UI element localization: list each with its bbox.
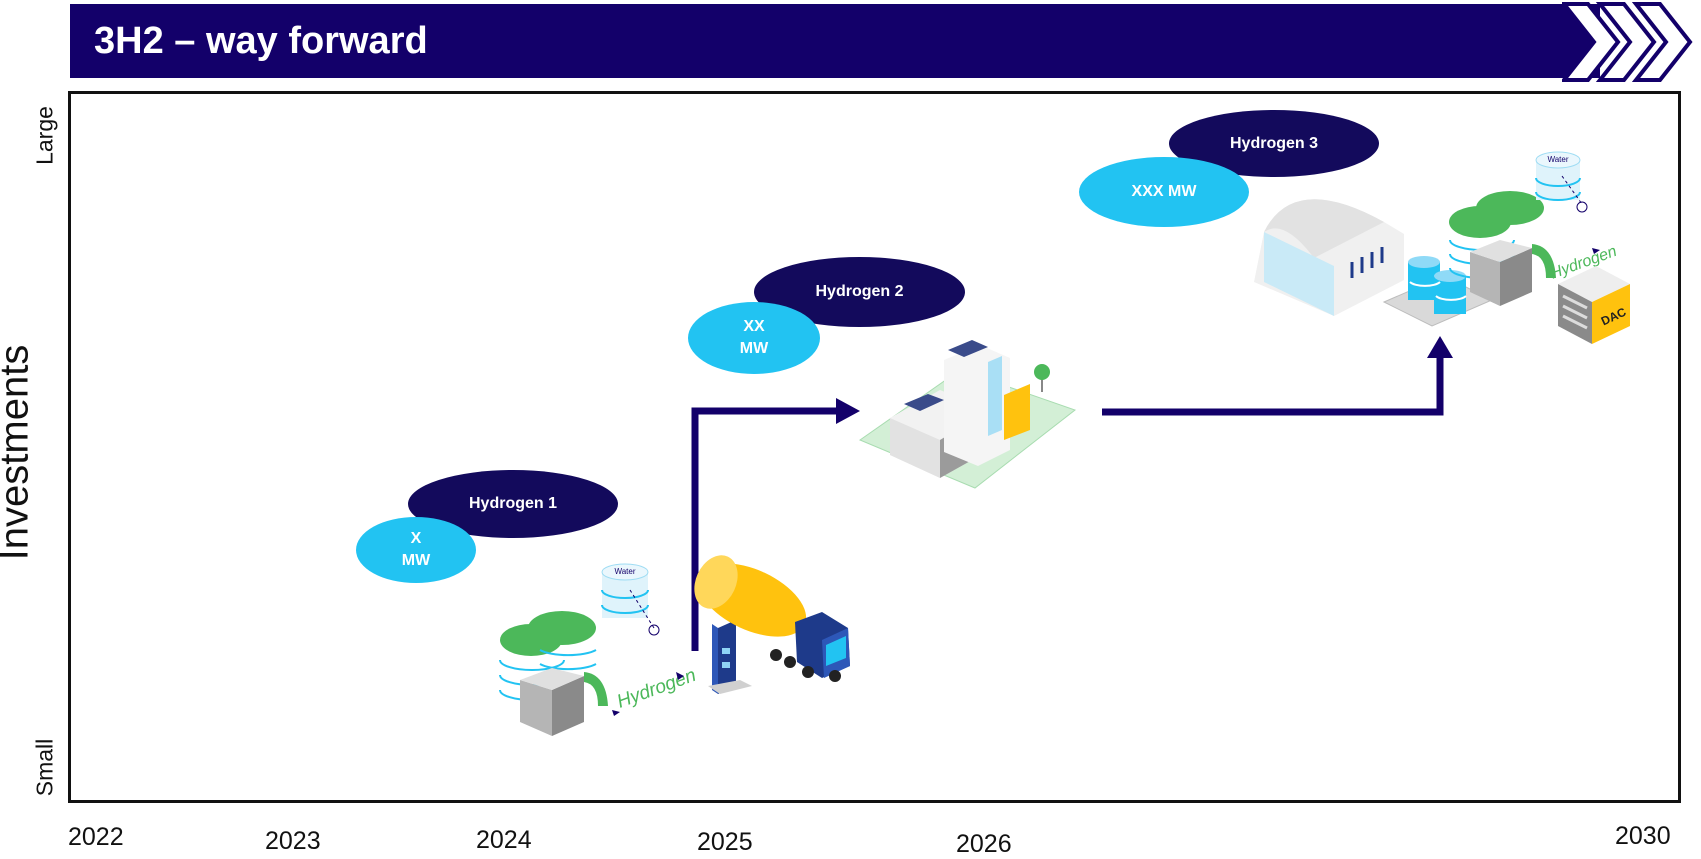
fuel-station-icon (708, 620, 752, 694)
header-banner: 3H2 – way forward (70, 4, 1600, 78)
storage-hangar-icon (1254, 199, 1404, 316)
year-label: 2022 (68, 823, 124, 851)
hydrogen-3-capacity: XXX MW (1079, 157, 1249, 227)
plot-frame (68, 91, 1681, 803)
water-label: Water (1547, 155, 1568, 164)
chevrons-icon (1562, 2, 1693, 82)
water-tank-icon: Water (601, 563, 660, 636)
dac-unit-icon: DAC (1558, 266, 1630, 344)
year-label: 2025 (697, 828, 753, 856)
storage-tanks-icon (1382, 256, 1494, 327)
hydrogen-1-capacity: X MW (356, 517, 476, 583)
tanker-truck-icon (694, 555, 850, 682)
plant-building-icon (858, 340, 1077, 489)
page-title: 3H2 – way forward (94, 20, 428, 62)
year-label: 2024 (476, 826, 532, 854)
hydrogen-2-capacity: XX MW (688, 302, 820, 374)
year-label: 2023 (265, 827, 321, 855)
electrolyser-large-icon (1449, 191, 1556, 306)
hydrogen-2-label: Hydrogen 2 (754, 257, 965, 327)
hydrogen-label: Hydrogen (614, 665, 699, 713)
arrow-head-icon (1427, 336, 1453, 358)
electrolyser-small-icon (499, 611, 608, 736)
water-label: Water (614, 567, 635, 576)
arrow-head-icon (836, 398, 860, 424)
year-label: 2030 (1615, 822, 1671, 850)
water-tank-icon: Water (1535, 151, 1588, 213)
flow-arrow (691, 355, 1444, 651)
